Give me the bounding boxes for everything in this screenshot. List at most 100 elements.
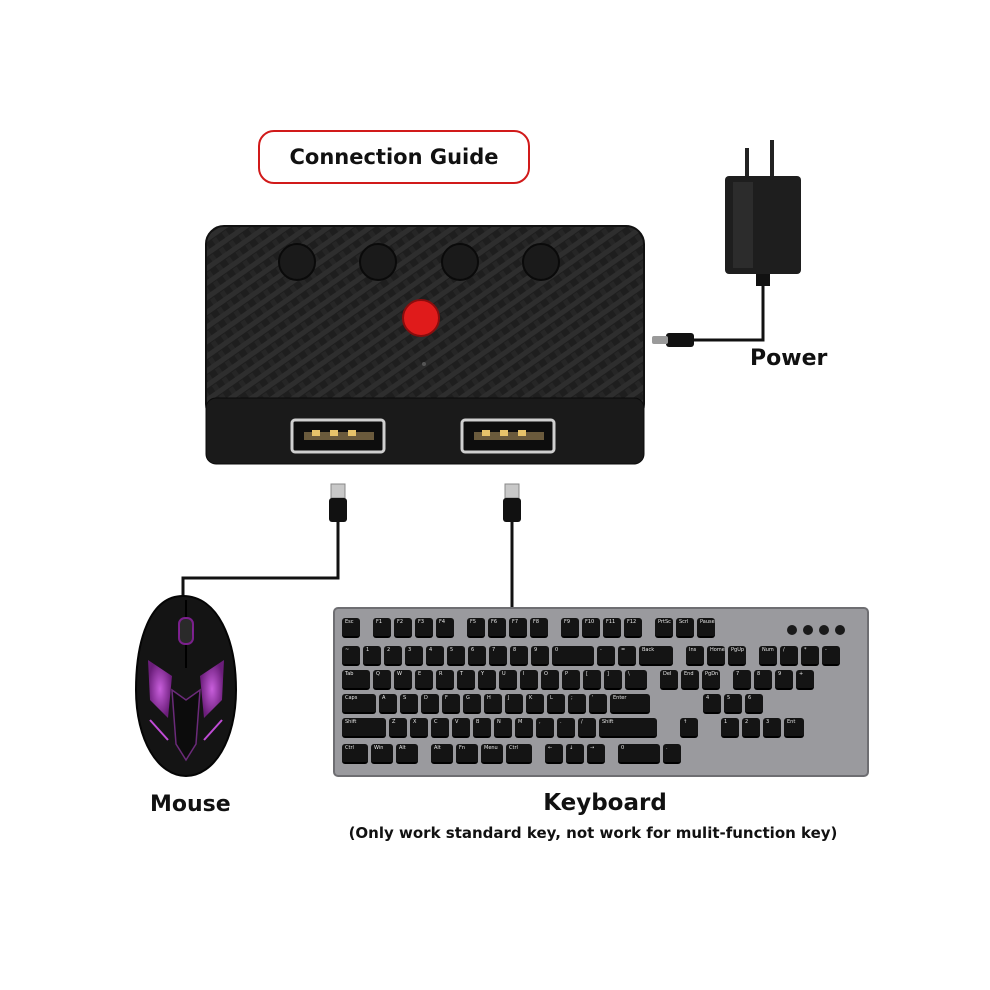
keyboard-key: ] <box>604 670 622 690</box>
keyboard-key: 7 <box>733 670 751 690</box>
keyboard-key: F6 <box>488 618 506 638</box>
keyboard-key: 6 <box>745 694 763 714</box>
usb-port-left <box>290 418 386 454</box>
keyboard-key: End <box>681 670 699 690</box>
keyboard-key: 0 <box>618 744 660 764</box>
keyboard-key: Ctrl <box>506 744 532 764</box>
mouse-usb-cable <box>181 483 347 606</box>
keyboard-key: Q <box>373 670 391 690</box>
keyboard-key: Del <box>660 670 678 690</box>
keyboard-key: F9 <box>561 618 579 638</box>
keyboard-key: L <box>547 694 565 714</box>
keyboard-key: PrtSc <box>655 618 673 638</box>
keyboard-key: 4 <box>703 694 721 714</box>
keyboard-key: 1 <box>721 718 739 738</box>
keyboard-key: . <box>663 744 681 764</box>
keyboard-key: - <box>597 646 615 666</box>
keyboard-key: 2 <box>384 646 402 666</box>
keyboard-key: 7 <box>489 646 507 666</box>
keyboard-key: 2 <box>742 718 760 738</box>
keyboard-key: Alt <box>396 744 418 764</box>
keyboard-key: 5 <box>447 646 465 666</box>
switch-button-3 <box>441 243 479 281</box>
kvm-switch-box <box>205 225 645 465</box>
keyboard-key: Pause <box>697 618 715 638</box>
keyboard-key: Shift <box>342 718 386 738</box>
switch-button-1 <box>278 243 316 281</box>
keyboard-key: / <box>578 718 596 738</box>
keyboard-key: F4 <box>436 618 454 638</box>
keyboard-key: F10 <box>582 618 600 638</box>
keyboard-key: 8 <box>510 646 528 666</box>
keyboard-key: . <box>557 718 575 738</box>
keyboard-key: 5 <box>724 694 742 714</box>
keyboard-key: U <box>499 670 517 690</box>
keyboard-key: ; <box>568 694 586 714</box>
keyboard-key: B <box>473 718 491 738</box>
keyboard-key: P <box>562 670 580 690</box>
keyboard-key: PgDn <box>702 670 720 690</box>
keyboard-key: ' <box>589 694 607 714</box>
usb-port-right <box>460 418 556 454</box>
keyboard-key: M <box>515 718 533 738</box>
keyboard-key: N <box>494 718 512 738</box>
keyboard-key: Alt <box>431 744 453 764</box>
keyboard-key: - <box>822 646 840 666</box>
keyboard-key: Esc <box>342 618 360 638</box>
keyboard-key: I <box>520 670 538 690</box>
gaming-mouse <box>134 594 238 778</box>
keyboard-key: 8 <box>754 670 772 690</box>
keyboard-key: / <box>780 646 798 666</box>
keyboard-key: E <box>415 670 433 690</box>
keyboard-key: J <box>505 694 523 714</box>
keyboard-key: Fn <box>456 744 478 764</box>
keyboard-key: Y <box>478 670 496 690</box>
keyboard-key: Enter <box>610 694 650 714</box>
status-led-dot <box>422 362 426 366</box>
keyboard-key: Num <box>759 646 777 666</box>
power-adapter <box>652 140 801 347</box>
keyboard-key: F1 <box>373 618 391 638</box>
keyboard-usb-cable <box>503 483 521 612</box>
keyboard-key: + <box>796 670 814 690</box>
keyboard-key: T <box>457 670 475 690</box>
keyboard-key: = <box>618 646 636 666</box>
keyboard-key: 3 <box>405 646 423 666</box>
keyboard-key: → <box>587 744 605 764</box>
keyboard-key: PgUp <box>728 646 746 666</box>
connection-guide-title: Connection Guide <box>258 130 530 184</box>
keyboard-key: [ <box>583 670 601 690</box>
keyboard-key: Win <box>371 744 393 764</box>
keyboard-key: F8 <box>530 618 548 638</box>
keyboard-label: Keyboard <box>543 790 667 816</box>
red-select-button <box>402 299 440 337</box>
keyboard-key: D <box>421 694 439 714</box>
keyboard-key: V <box>452 718 470 738</box>
keyboard-key: R <box>436 670 454 690</box>
keyboard-key: F11 <box>603 618 621 638</box>
keyboard-key: F12 <box>624 618 642 638</box>
keyboard-note: (Only work standard key, not work for mu… <box>348 824 838 842</box>
keyboard-key: Scrl <box>676 618 694 638</box>
keyboard-key: 9 <box>775 670 793 690</box>
keyboard-key: Home <box>707 646 725 666</box>
keyboard-key: Ctrl <box>342 744 368 764</box>
keyboard-key: Caps <box>342 694 376 714</box>
keyboard-key: 6 <box>468 646 486 666</box>
keyboard-key: K <box>526 694 544 714</box>
keyboard-key: X <box>410 718 428 738</box>
switch-button-4 <box>522 243 560 281</box>
keyboard-key: F7 <box>509 618 527 638</box>
keyboard-key: Ins <box>686 646 704 666</box>
keyboard-key: 1 <box>363 646 381 666</box>
keyboard-key: ↓ <box>566 744 584 764</box>
keyboard-key: F <box>442 694 460 714</box>
keyboard-key: Tab <box>342 670 370 690</box>
switch-button-2 <box>359 243 397 281</box>
keyboard-key: O <box>541 670 559 690</box>
keyboard-key: F3 <box>415 618 433 638</box>
keyboard-key: S <box>400 694 418 714</box>
keyboard-key: ← <box>545 744 563 764</box>
keyboard-key: , <box>536 718 554 738</box>
